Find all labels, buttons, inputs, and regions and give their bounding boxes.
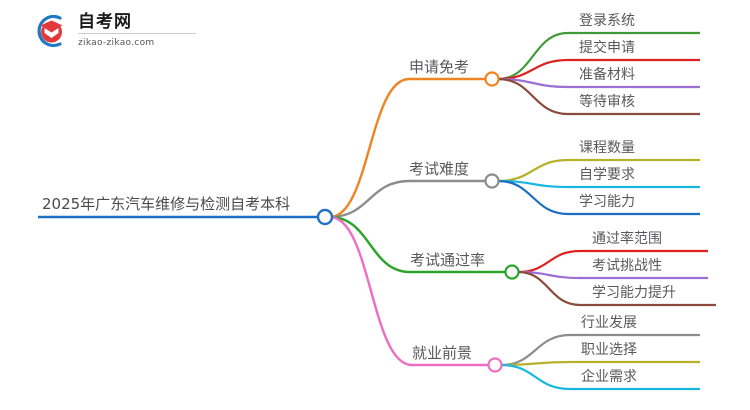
leaf-label-3-3[interactable]: 学习能力提升	[592, 285, 676, 301]
leaf-label-1-2[interactable]: 提交申请	[579, 40, 635, 56]
branch-label-4[interactable]: 就业前景	[412, 344, 473, 362]
site-logo: 自考网 zikao-zikao.com	[30, 8, 210, 54]
leaf-trunk-1-2	[496, 58, 570, 81]
branch-node-4[interactable]	[487, 357, 503, 373]
leaf-label-1-1[interactable]: 登录系统	[579, 13, 635, 29]
leaf-trunk-1-4	[496, 77, 570, 116]
logo-title: 自考网	[78, 12, 196, 34]
zikao-logo-icon	[30, 12, 72, 50]
logo-subtitle: zikao-zikao.com	[78, 38, 155, 48]
leaf-trunk-1-1	[496, 31, 570, 81]
leaf-label-4-2[interactable]: 职业选择	[581, 342, 637, 358]
leaf-label-4-1[interactable]: 行业发展	[581, 315, 637, 331]
branch-trunk-1	[328, 77, 411, 219]
leaf-trunk-3-3	[516, 270, 582, 307]
leaf-label-1-4[interactable]: 等待审核	[579, 94, 635, 110]
root-node[interactable]	[316, 208, 334, 226]
root-label[interactable]: 2025年广东汽车维修与检测自考本科	[42, 195, 291, 213]
leaf-label-1-3[interactable]: 准备材料	[579, 67, 635, 83]
leaf-trunk-3-1	[516, 249, 582, 274]
leaf-trunk-4-1	[499, 333, 572, 367]
leaf-trunk-2-1	[496, 158, 570, 183]
branch-label-3[interactable]: 考试通过率	[410, 251, 486, 269]
branch-node-3[interactable]	[504, 264, 520, 280]
leaf-label-2-3[interactable]: 学习能力	[579, 194, 635, 210]
branch-label-2[interactable]: 考试难度	[409, 160, 470, 178]
leaf-trunk-4-3	[499, 363, 572, 391]
leaf-label-3-1[interactable]: 通过率范围	[592, 231, 662, 247]
leaf-trunk-2-3	[496, 179, 570, 216]
leaf-label-2-2[interactable]: 自学要求	[579, 167, 635, 183]
branch-trunk-4	[328, 215, 414, 367]
branch-trunk-2	[328, 179, 411, 219]
branch-trunk-3	[328, 215, 412, 274]
leaf-label-3-2[interactable]: 考试挑战性	[592, 258, 662, 274]
branch-node-2[interactable]	[484, 173, 500, 189]
leaf-label-2-1[interactable]: 课程数量	[579, 140, 635, 156]
branch-node-1[interactable]	[484, 71, 500, 87]
leaf-label-4-3[interactable]: 企业需求	[581, 369, 637, 385]
branch-label-1[interactable]: 申请免考	[409, 58, 470, 76]
